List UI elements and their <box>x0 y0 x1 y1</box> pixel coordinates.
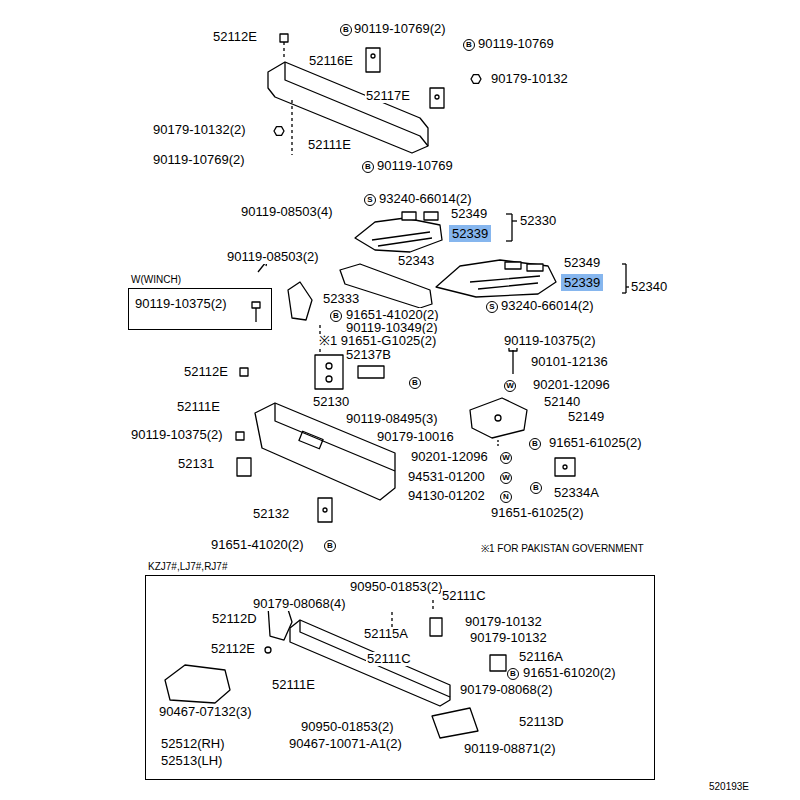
callout-number: 52149 <box>567 410 605 424</box>
callout-number: 94130-01202 <box>407 489 486 503</box>
callout-number: 90119-08871(2) <box>463 742 557 756</box>
callout-number: 52112E <box>183 365 229 379</box>
callout-number: 90179-08068(2) <box>459 683 554 697</box>
callout-number: 90119-10769 <box>376 159 454 173</box>
callout-number: 52333 <box>322 292 360 306</box>
callout-number: 52116A <box>518 650 564 664</box>
fastener-symbol: W <box>504 380 516 392</box>
callout-number: 93240-66014(2) <box>500 299 595 313</box>
fastener-symbol: S <box>364 194 376 206</box>
callout-number: 52112E <box>212 30 258 44</box>
highlighted-part-number: 52339 <box>449 225 491 242</box>
callout-number: 52340 <box>630 280 668 294</box>
callout-number: 52349 <box>450 207 488 221</box>
callout-number: 90179-10016 <box>376 430 455 444</box>
note-text: ※1 FOR PAKISTAN GOVERNMENT <box>480 543 645 555</box>
part-number: 52339 <box>564 276 600 290</box>
callout-number: 52130 <box>312 395 350 409</box>
callout-number: 94531-01200 <box>407 470 486 484</box>
callout-number: 91651-41020(2) <box>210 538 305 552</box>
callout-number: 52111C <box>441 589 487 603</box>
callout-number: 90119-10349(2) <box>345 321 439 335</box>
callout-number: 52111E <box>307 138 352 152</box>
callout-number: 90201-12096 <box>532 378 611 392</box>
fastener-symbol: B <box>340 24 352 36</box>
callout-number: 52112D <box>211 612 258 626</box>
callout-number: 90119-10769 <box>477 37 555 51</box>
callout-number: 52349 <box>563 256 601 270</box>
highlighted-part-number: 52339 <box>561 274 603 291</box>
fastener-symbol: W <box>500 472 512 484</box>
callout-number: 90950-01853(2) <box>349 580 444 594</box>
fastener-symbol: B <box>324 540 336 552</box>
fastener-symbol: N <box>500 491 512 503</box>
fastener-symbol: B <box>330 310 342 322</box>
callout-number: 52112E <box>210 642 256 656</box>
callout-number: 52137B <box>345 348 392 362</box>
callout-number: ※1 91651-G1025(2) <box>318 334 437 348</box>
callout-number: 90179-10132(2) <box>152 123 247 137</box>
callout-number: 52115A <box>363 627 409 641</box>
callout-number: 91651-61020(2) <box>522 666 617 680</box>
callout-number: 52131 <box>177 457 215 471</box>
callout-number: 90101-12136 <box>530 355 609 369</box>
callout-number: 90950-01853(2) <box>300 720 395 734</box>
callout-number: 90119-08503(2) <box>226 250 320 264</box>
group-heading: KZJ7#,LJ7#,RJ7# <box>148 561 228 573</box>
fastener-symbol: S <box>486 301 498 313</box>
callout-number: 91651-61025(2) <box>548 436 643 450</box>
group-box: W(WINCH)90119-10375(2) <box>128 288 272 330</box>
callout-number: 90119-10769(2) <box>152 153 246 167</box>
group-heading: W(WINCH) <box>131 274 181 286</box>
callout-number: 90119-08503(4) <box>240 205 334 219</box>
callout-number: 91651-61025(2) <box>490 506 585 520</box>
callout-number: 52111E <box>176 400 221 414</box>
callout-number: 52132 <box>252 507 290 521</box>
callout-number: 93240-66014(2) <box>378 192 473 206</box>
callout-number: 90179-10132 <box>464 615 543 629</box>
fastener-symbol: B <box>507 668 519 680</box>
callout-number: 90467-07132(3) <box>158 705 253 719</box>
callout-number: 90119-08495(3) <box>345 412 439 426</box>
fastener-symbol: B <box>529 438 541 450</box>
fastener-symbol: B <box>362 161 374 173</box>
callout-number: 52513(LH) <box>160 754 223 768</box>
callout-number: 52334A <box>553 486 600 500</box>
note-text: 520193E <box>708 781 750 793</box>
callout-number: 90119-10375(2) <box>130 428 224 442</box>
callout-number: 52113D <box>518 715 565 729</box>
callout-number: 52512(RH) <box>160 737 226 751</box>
callout-number: 90179-10132 <box>469 631 548 645</box>
callout-number: 90201-12096 <box>410 450 489 464</box>
fastener-symbol: W <box>500 452 512 464</box>
part-number: 52339 <box>452 227 488 241</box>
callout-number: 52117E <box>365 89 411 103</box>
callout-number: 52330 <box>519 214 557 228</box>
callout-number: 90179-10132 <box>490 72 569 86</box>
callout-number: 52111E <box>271 678 316 692</box>
part-number: 90119-10375(2) <box>135 297 227 311</box>
callout-number: 90467-10071-A1(2) <box>288 737 403 751</box>
callout-number: 52343 <box>397 254 435 268</box>
fastener-symbol: B <box>409 377 421 389</box>
fastener-symbol: B <box>530 482 542 494</box>
callout-number: 90119-10769(2) <box>353 22 447 36</box>
callout-number: 90179-08068(4) <box>252 597 347 611</box>
callout-number: 52111C <box>366 652 412 666</box>
callout-number: 52116E <box>308 54 354 68</box>
callout-number: 91651-41020(2) <box>345 308 440 322</box>
callout-number: 52140 <box>543 395 581 409</box>
callout-number: 90119-10375(2) <box>503 334 597 348</box>
fastener-symbol: B <box>463 39 475 51</box>
